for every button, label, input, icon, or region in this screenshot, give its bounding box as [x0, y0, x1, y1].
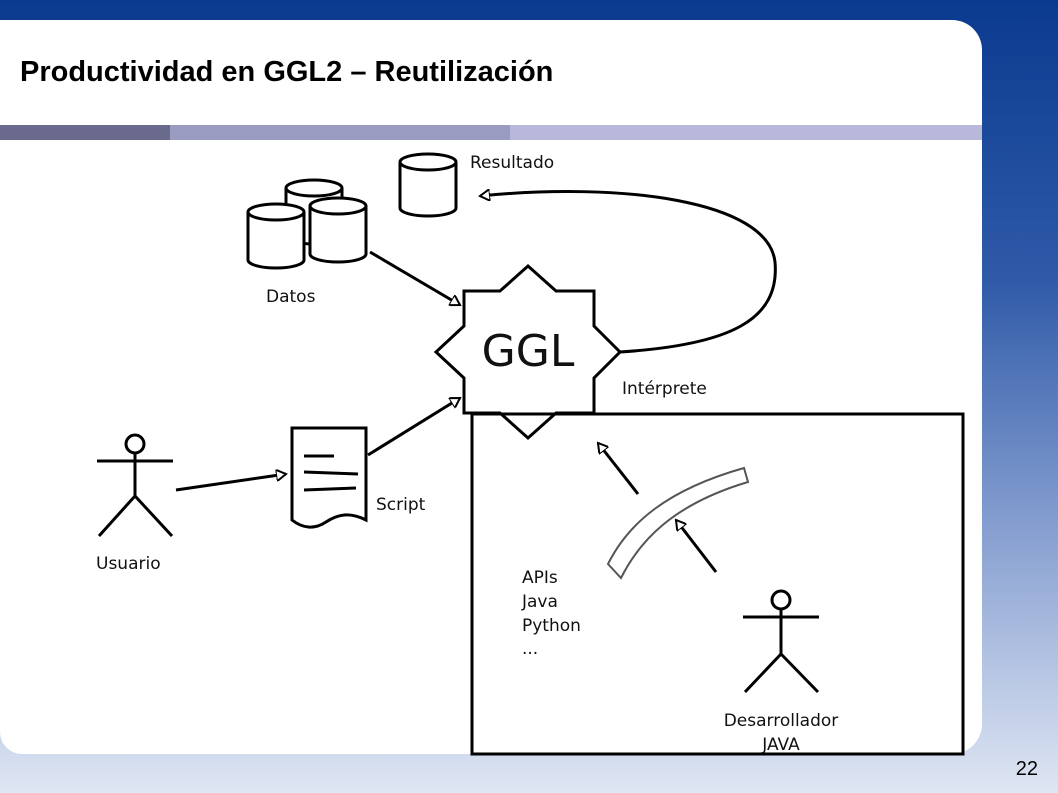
apis-line-2: Java [521, 592, 558, 612]
datos-database-icon [246, 178, 368, 270]
apis-to-ggl-arrow [598, 443, 640, 495]
desarrollador-label-line-1: Desarrollador [724, 711, 839, 731]
apis-line-1: APIs [522, 568, 558, 588]
script-to-ggl-arrow [367, 396, 460, 457]
datos-label: Datos [266, 287, 316, 307]
ggl-label: GGL [482, 326, 575, 377]
desarrollador-actor-icon [743, 589, 820, 694]
highlight-box [470, 412, 965, 756]
header-bar-segment-1 [0, 125, 170, 140]
apis-line-4: ... [522, 639, 538, 659]
datos-to-ggl-arrow [369, 250, 460, 307]
script-label: Script [376, 495, 426, 515]
usuario-actor-icon [97, 433, 174, 538]
ggl-to-resultado-arrow [480, 192, 777, 354]
page-number: 22 [1015, 758, 1038, 780]
desarrollador-label-line-2: JAVA [761, 735, 800, 755]
usuario-to-script-arrow [175, 474, 286, 492]
script-document-icon [290, 426, 368, 529]
slide-title: Productividad en GGL2 – Reutilización [20, 56, 554, 88]
resultado-label: Resultado [470, 153, 554, 173]
desarrollador-to-apis-arrow [674, 520, 718, 573]
apis-line-3: Python [522, 616, 581, 636]
interprete-label: Intérprete [622, 379, 707, 399]
api-shield-shape [606, 466, 750, 580]
ggl-interpreter-shape [433, 263, 623, 441]
header-bar-segment-2 [170, 125, 510, 140]
resultado-database-icon [398, 152, 458, 218]
header-bar-segment-3 [510, 125, 982, 140]
usuario-label: Usuario [96, 554, 161, 574]
